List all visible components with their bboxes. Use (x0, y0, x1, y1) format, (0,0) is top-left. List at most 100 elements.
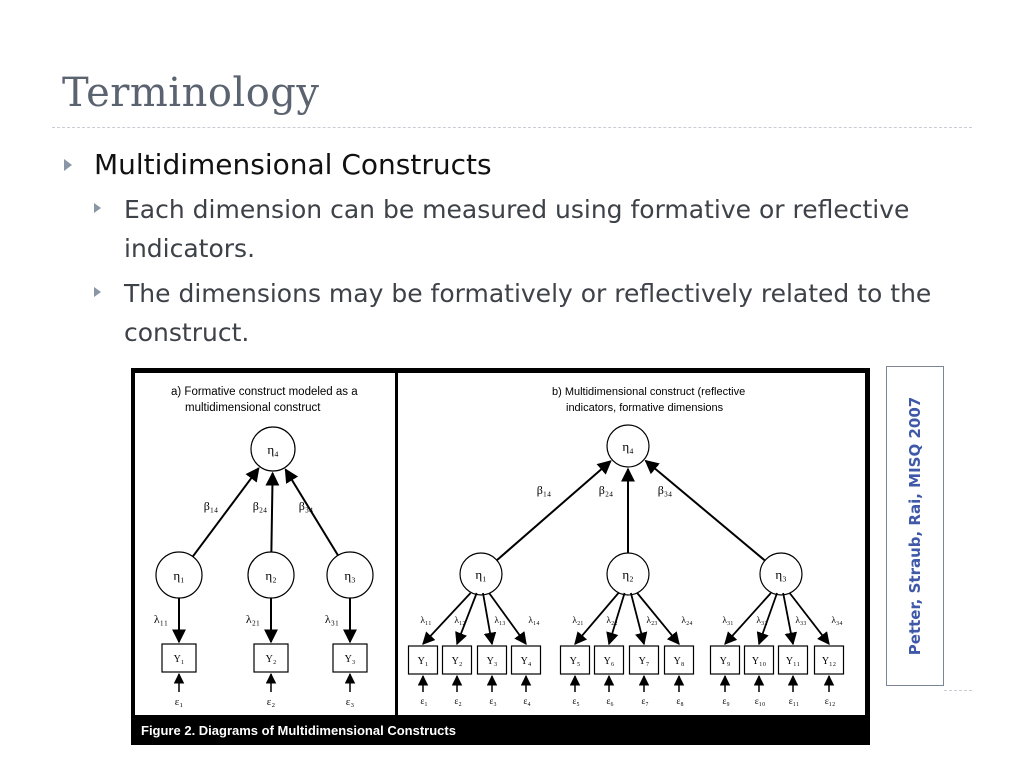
panel-a-title: multidimensional construct (185, 402, 321, 414)
eta-node-label: η₂ (622, 567, 633, 582)
subbullet-item: The dimensions may be formatively or ref… (62, 274, 962, 352)
eta-4-node (606, 424, 650, 468)
indicator-box (559, 645, 591, 675)
bullet-item: Multidimensional Constructs (62, 146, 962, 184)
error-label: ε₄ (523, 697, 530, 707)
indicator-box (743, 645, 775, 675)
indicator-box-label: Y₈ (674, 656, 685, 667)
panel-b-title: b) Multidimensional construct (reflectiv… (552, 386, 745, 398)
beta-label: β₁₄ (204, 499, 218, 513)
lambda-arrow (422, 592, 472, 645)
beta-label: β₂₄ (599, 483, 613, 497)
lambda-label: λ₁₁ (154, 612, 168, 626)
lambda-label: λ₃₄ (831, 616, 842, 626)
indicator-box-label: Y₁ (174, 654, 185, 665)
lambda-arrow (482, 592, 497, 646)
error-label: ε₁ (420, 697, 427, 707)
lambda-arrow (606, 592, 626, 646)
indicator-box (253, 643, 289, 673)
indicator-box-label: Y₂ (266, 654, 277, 665)
lambda-arrow (724, 592, 772, 645)
indicator-box (476, 645, 508, 675)
indicator-box (332, 643, 368, 673)
error-label: ε₂ (454, 697, 461, 707)
bullet-arrow-icon (94, 203, 101, 213)
error-label: ε₁₁ (789, 697, 800, 707)
panel-a-title: a) Formative construct modeled as a (171, 386, 358, 398)
beta-label: β₂₄ (253, 499, 267, 513)
lambda-label: λ₂₄ (681, 616, 692, 626)
slide-title: Terminology (62, 70, 320, 116)
lambda-label: λ₁₄ (528, 616, 539, 626)
indicator-box-label: Y₄ (521, 656, 532, 667)
eta-4-node-label: η₄ (622, 439, 634, 454)
eta-node-label: η₁ (475, 567, 486, 582)
figure-caption: Figure 2. Diagrams of Multidimensional C… (141, 723, 456, 738)
indicator-box (510, 645, 542, 675)
error-label: ε₃ (346, 696, 355, 708)
indicator-box-label: Y₁₀ (752, 656, 767, 667)
panel-a: a) Formative construct modeled as a multi… (154, 386, 374, 708)
indicator-box (813, 645, 845, 675)
lambda-label: λ₁₂ (454, 616, 465, 626)
error-label: ε₅ (572, 697, 579, 707)
subbullet-text: The dimensions may be formatively or ref… (124, 279, 932, 347)
lambda-arrow (574, 592, 620, 645)
indicator-box-label: Y₁₂ (822, 656, 836, 667)
error-label: ε₁₂ (825, 697, 836, 707)
bullet-arrow-icon (64, 159, 72, 171)
lambda-label: λ₃₃ (795, 616, 806, 626)
indicator-box (593, 645, 625, 675)
eta-4-node-label: η₄ (267, 442, 279, 457)
eta-node-label: η₃ (344, 568, 355, 583)
error-label: ε₇ (641, 697, 648, 707)
subbullet-text: Each dimension can be measured using for… (124, 195, 910, 263)
lambda-label: λ₃₁ (722, 616, 733, 626)
eta-node (459, 552, 503, 596)
indicator-box-label: Y₃ (345, 654, 356, 665)
error-label: ε₁₀ (755, 697, 766, 707)
lambda-label: λ₂₂ (606, 616, 617, 626)
indicator-box-label: Y₉ (720, 656, 731, 667)
bullet-list: Multidimensional Constructs Each dimensi… (62, 146, 962, 352)
lambda-label: λ₁₁ (420, 616, 431, 626)
footer-divider (944, 690, 972, 691)
error-label: ε₃ (489, 697, 496, 707)
indicator-box-label: Y₁ (418, 656, 429, 667)
beta-label: β₃₄ (299, 499, 313, 513)
lambda-label: λ₂₁ (246, 612, 260, 626)
indicator-box (663, 645, 695, 675)
bullet-arrow-icon (94, 287, 101, 297)
error-label: ε₂ (267, 696, 276, 708)
indicator-box (407, 645, 439, 675)
lambda-label: λ₃₁ (325, 612, 339, 626)
panel-b-title: indicators, formative dimensions (566, 402, 724, 414)
lambda-arrow (636, 592, 680, 645)
lambda-label: λ₂₃ (646, 616, 657, 626)
eta-node (759, 552, 803, 596)
beta-arrow (284, 468, 339, 556)
indicator-box-label: Y₆ (604, 656, 615, 667)
lambda-arrow (788, 592, 830, 645)
lambda-label: λ₂₁ (572, 616, 583, 626)
beta-arrow (496, 460, 612, 561)
title-divider (52, 127, 972, 128)
eta-node-label: η₁ (173, 568, 184, 583)
credit-box: Petter, Straub, Rai, MISQ 2007 (886, 366, 944, 686)
error-label: ε₆ (606, 697, 613, 707)
indicator-box (441, 645, 473, 675)
beta-label: β₁₄ (537, 483, 551, 497)
beta-arrow (265, 471, 280, 553)
bullet-text: Multidimensional Constructs (94, 148, 492, 181)
eta-node (606, 552, 650, 596)
beta-label: β₃₄ (658, 483, 672, 497)
indicator-box (161, 643, 197, 673)
indicator-box-label: Y₅ (570, 656, 581, 667)
lambda-label: λ₃₂ (756, 616, 767, 626)
indicator-box (709, 645, 741, 675)
lambda-arrow (488, 592, 527, 646)
eta-node-label: η₃ (775, 567, 786, 582)
indicator-box-label: Y₂ (452, 656, 463, 667)
error-label: ε₁ (175, 696, 184, 708)
multidimensional-constructs-figure: a) Formative construct modeled as a multi… (131, 368, 870, 745)
